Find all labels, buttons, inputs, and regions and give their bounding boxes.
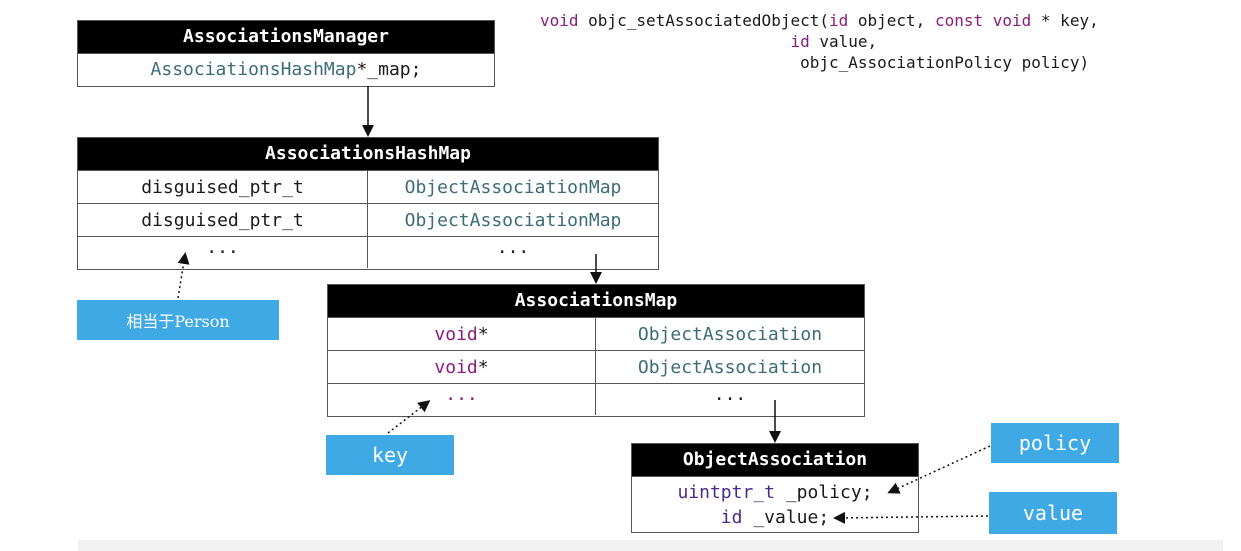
value-field-name: _value; — [742, 506, 830, 528]
arrow-person-callout — [177, 252, 190, 299]
associations-hash-map-box: AssociationsHashMap disguised_ptr_t Obje… — [77, 137, 659, 270]
assoc-map-value-cell: ObjectAssociation — [595, 351, 864, 383]
table-row: disguised_ptr_t ObjectAssociationMap — [78, 170, 658, 203]
hash-map-value-ellipsis: ··· — [367, 237, 658, 268]
associations-map-box: AssociationsMap void * ObjectAssociation… — [327, 284, 865, 417]
sig-kw-void: void — [540, 11, 579, 30]
assoc-map-value-cell: ObjectAssociation — [595, 318, 864, 350]
sig-kw-id: id — [828, 11, 849, 30]
callout-policy: policy — [991, 423, 1119, 463]
field-name: *_map; — [356, 59, 422, 80]
policy-field-name: _policy; — [775, 481, 873, 503]
object-association-fields: uintptr_t _policy; id _value; — [632, 476, 918, 532]
sig-param-object: object, — [848, 11, 935, 30]
callout-person: 相当于Person — [77, 300, 279, 340]
value-field-type: id — [720, 506, 743, 528]
object-association-box: ObjectAssociation uintptr_t _policy; id … — [631, 443, 919, 533]
sig-kw-const-void: const void — [934, 11, 1032, 30]
sig-func-name: objc_setAssociatedObject( — [578, 11, 829, 30]
assoc-map-key-cell: void * — [328, 318, 595, 350]
hash-map-value-cell: ObjectAssociationMap — [367, 204, 658, 236]
associations-hash-map-title: AssociationsHashMap — [78, 138, 658, 170]
assoc-map-key-ellipsis: ··· — [328, 384, 595, 415]
arrow-value-callout — [833, 511, 989, 524]
hash-map-key-cell: disguised_ptr_t — [141, 209, 304, 231]
bottom-shadow — [78, 540, 1223, 551]
assoc-map-key-ellipsis-text: ··· — [445, 389, 478, 410]
hash-map-key-ellipsis: ··· — [206, 242, 239, 263]
value-field: id _value; — [721, 505, 829, 530]
associations-map-title: AssociationsMap — [328, 285, 864, 317]
sig-kw-id-2: id — [790, 32, 810, 51]
associations-manager-title: AssociationsManager — [78, 21, 494, 53]
sig-param-value: value, — [809, 32, 878, 51]
sig-param-policy: objc_AssociationPolicy policy) — [800, 53, 1090, 72]
assoc-map-value-ellipsis: ··· — [595, 384, 864, 415]
hash-map-key-cell: disguised_ptr_t — [141, 176, 304, 198]
object-association-title: ObjectAssociation — [632, 444, 918, 476]
assoc-map-key-kw: void — [434, 356, 478, 378]
assoc-map-key-ptr: * — [477, 323, 489, 345]
callout-key: key — [326, 435, 454, 475]
arrow-policy-callout — [887, 445, 991, 494]
arrow-key-callout — [387, 400, 431, 434]
policy-field-type: uintptr_t — [677, 481, 775, 503]
associations-manager-field: AssociationsHashMap *_map; — [78, 53, 494, 85]
associations-manager-box: AssociationsManager AssociationsHashMap … — [77, 20, 495, 87]
assoc-map-key-ptr: * — [477, 356, 489, 378]
associations-manager-field-cell: AssociationsHashMap *_map; — [78, 54, 494, 85]
callout-value: value — [989, 492, 1117, 534]
function-signature: void objc_setAssociatedObject(id object,… — [540, 10, 1099, 73]
assoc-map-key-cell: void * — [328, 351, 595, 383]
table-row: ··· ··· — [78, 236, 658, 268]
assoc-map-key-kw: void — [434, 323, 478, 345]
table-row: disguised_ptr_t ObjectAssociationMap — [78, 203, 658, 236]
table-row: void * ObjectAssociation — [328, 317, 864, 350]
table-row: void * ObjectAssociation — [328, 350, 864, 383]
sig-param-key: * key, — [1031, 11, 1099, 30]
table-row: ··· ··· — [328, 383, 864, 415]
policy-field: uintptr_t _policy; — [677, 480, 872, 505]
field-type: AssociationsHashMap — [150, 59, 357, 80]
hash-map-value-cell: ObjectAssociationMap — [367, 171, 658, 203]
